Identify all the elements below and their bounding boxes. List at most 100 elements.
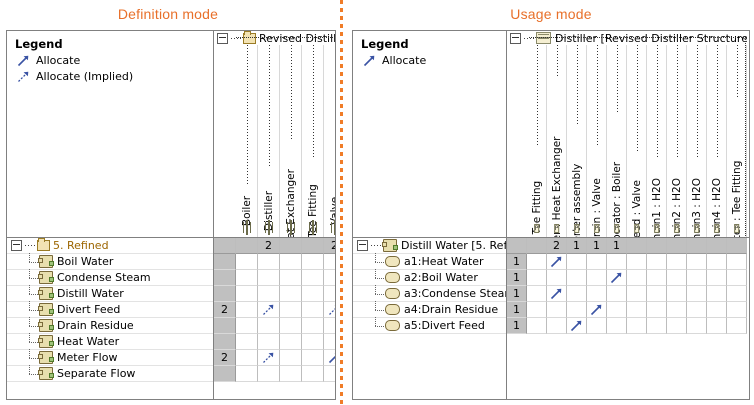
table-row[interactable]: a3:Condense Steam	[353, 284, 506, 302]
matrix-cell[interactable]	[627, 270, 647, 286]
matrix-cell[interactable]	[727, 286, 747, 302]
matrix-cell[interactable]	[627, 286, 647, 302]
column-header[interactable]: Distiller	[258, 45, 280, 237]
matrix-cell[interactable]	[647, 318, 667, 334]
table-row[interactable]: Distill Water	[7, 284, 213, 302]
matrix-cell[interactable]	[258, 334, 280, 350]
matrix-cell[interactable]	[607, 270, 627, 286]
table-row[interactable]: Meter Flow	[7, 348, 213, 366]
matrix-cell[interactable]	[324, 270, 335, 286]
column-header[interactable]: Heat Exchanger	[280, 45, 302, 237]
matrix-cell[interactable]	[667, 270, 687, 286]
table-row[interactable]: Heat Water	[7, 332, 213, 350]
matrix-cell[interactable]	[302, 286, 324, 302]
column-root-header[interactable]: Distiller [Revised Distiller Structure]	[507, 31, 747, 45]
row-root[interactable]: Distill Water [5. Refined]	[353, 238, 506, 254]
matrix-cell[interactable]	[258, 302, 280, 318]
matrix-cell[interactable]	[607, 254, 627, 270]
matrix-cell[interactable]	[627, 302, 647, 318]
collapse-toggle-icon[interactable]	[510, 32, 521, 44]
matrix-cell[interactable]	[587, 302, 607, 318]
matrix-cell[interactable]	[587, 254, 607, 270]
matrix-cell[interactable]	[236, 334, 258, 350]
collapse-toggle-icon[interactable]	[357, 240, 368, 251]
matrix-cell[interactable]	[587, 270, 607, 286]
matrix-cell[interactable]	[280, 334, 302, 350]
matrix-cell[interactable]	[324, 318, 335, 334]
matrix-cell[interactable]	[567, 286, 587, 302]
matrix-cell[interactable]	[236, 302, 258, 318]
matrix-cell[interactable]	[280, 318, 302, 334]
matrix-cell[interactable]	[280, 302, 302, 318]
column-header[interactable]: Boiler	[236, 45, 258, 237]
collapse-toggle-icon[interactable]	[217, 32, 228, 44]
matrix-cell[interactable]	[258, 286, 280, 302]
table-row[interactable]: Separate Flow	[7, 364, 213, 382]
matrix-cell[interactable]	[280, 254, 302, 270]
matrix-cell[interactable]	[687, 286, 707, 302]
matrix-cell[interactable]	[687, 302, 707, 318]
matrix-cell[interactable]	[547, 302, 567, 318]
matrix-cell[interactable]	[607, 302, 627, 318]
matrix-cell[interactable]	[627, 254, 647, 270]
matrix-cell[interactable]	[707, 318, 727, 334]
matrix-cell[interactable]	[236, 366, 258, 382]
column-header[interactable]: Tee Fitting	[302, 45, 324, 237]
table-row[interactable]: Condense Steam	[7, 268, 213, 286]
matrix-cell[interactable]	[324, 286, 335, 302]
matrix-cell[interactable]	[236, 350, 258, 366]
collapse-toggle-icon[interactable]	[11, 240, 22, 251]
matrix-cell[interactable]	[527, 286, 547, 302]
table-row[interactable]: a4:Drain Residue	[353, 300, 506, 318]
matrix-cell[interactable]	[280, 366, 302, 382]
matrix-cell[interactable]	[302, 350, 324, 366]
matrix-cell[interactable]	[647, 270, 667, 286]
matrix-cell[interactable]	[324, 366, 335, 382]
table-row[interactable]: Divert Feed	[7, 300, 213, 318]
matrix-cell[interactable]	[567, 270, 587, 286]
matrix-cell[interactable]	[236, 270, 258, 286]
matrix-cell[interactable]	[727, 302, 747, 318]
matrix-cell[interactable]	[567, 318, 587, 334]
matrix-cell[interactable]	[587, 318, 607, 334]
row-root[interactable]: 5. Refined	[7, 238, 213, 254]
column-root-header[interactable]: Revised Distiller Structure	[214, 31, 335, 45]
matrix-cell[interactable]	[527, 254, 547, 270]
matrix-cell[interactable]	[527, 302, 547, 318]
matrix-cell[interactable]	[727, 254, 747, 270]
matrix-cell[interactable]	[258, 270, 280, 286]
matrix-cell[interactable]	[302, 334, 324, 350]
matrix-cell[interactable]	[324, 334, 335, 350]
matrix-cell[interactable]	[707, 270, 727, 286]
matrix-cell[interactable]	[302, 254, 324, 270]
matrix-cell[interactable]	[547, 254, 567, 270]
matrix-cell[interactable]	[547, 286, 567, 302]
matrix-cell[interactable]	[567, 302, 587, 318]
matrix-cell[interactable]	[236, 254, 258, 270]
column-header[interactable]: Valve	[324, 45, 335, 237]
matrix-cell[interactable]	[280, 350, 302, 366]
table-row[interactable]: Drain Residue	[7, 316, 213, 334]
matrix-cell[interactable]	[324, 254, 335, 270]
matrix-cell[interactable]	[707, 302, 727, 318]
table-row[interactable]: Boil Water	[7, 252, 213, 270]
matrix-cell[interactable]	[280, 286, 302, 302]
matrix-cell[interactable]	[302, 270, 324, 286]
matrix-cell[interactable]	[527, 270, 547, 286]
matrix-cell[interactable]	[547, 270, 567, 286]
matrix-cell[interactable]	[302, 318, 324, 334]
matrix-cell[interactable]	[687, 270, 707, 286]
table-row[interactable]: a2:Boil Water	[353, 268, 506, 286]
matrix-cell[interactable]	[258, 254, 280, 270]
matrix-cell[interactable]	[667, 318, 687, 334]
table-row[interactable]: a5:Divert Feed	[353, 316, 506, 334]
matrix-cell[interactable]	[707, 286, 727, 302]
matrix-cell[interactable]	[258, 318, 280, 334]
matrix-cell[interactable]	[236, 286, 258, 302]
